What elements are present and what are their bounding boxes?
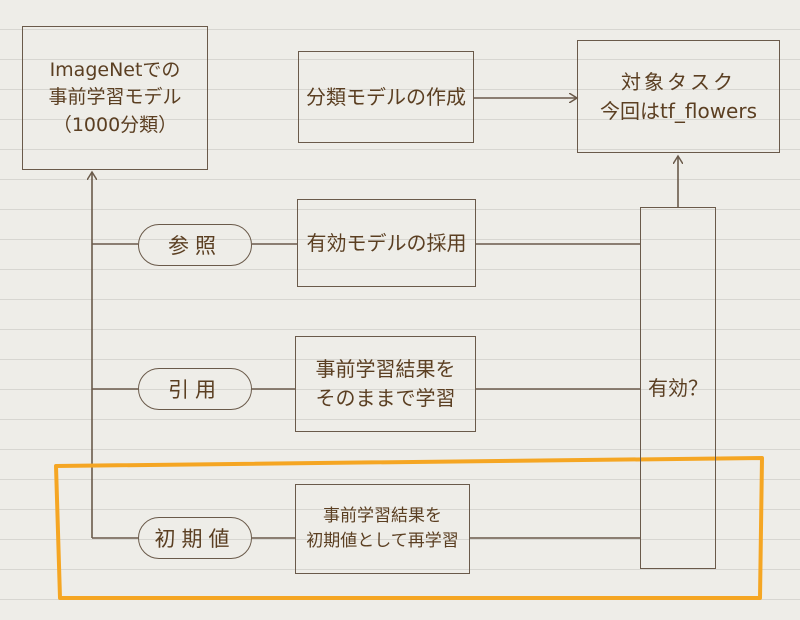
- effective-box: 有効？: [640, 207, 716, 569]
- method-reference: 参照: [138, 224, 252, 266]
- source-model-box: ImageNetでの 事前学習モデル （1000分類）: [22, 26, 208, 170]
- target-line-2: 今回はtf_flowers: [599, 98, 758, 123]
- highlight-frame: [54, 456, 764, 600]
- method-reference-label: 参照: [168, 234, 222, 258]
- reuse-line-1: 事前学習結果を: [315, 357, 456, 381]
- method-citation: 引用: [138, 368, 252, 410]
- reuse-line-2: そのままで学習: [315, 386, 456, 410]
- retrain-line-1: 事前学習結果を: [323, 506, 442, 527]
- create-label: 分類モデルの作成: [306, 84, 466, 109]
- target-line-1: 対象タスク: [621, 69, 736, 94]
- adopt-model-box: 有効モデルの採用: [297, 199, 476, 287]
- method-initial-label: 初期値: [154, 527, 236, 551]
- source-line-2: 事前学習モデル: [48, 86, 182, 109]
- method-initial: 初期値: [138, 517, 252, 559]
- source-line-3: （1000分類）: [52, 113, 178, 136]
- source-line-1: ImageNetでの: [49, 58, 181, 81]
- adopt-label: 有効モデルの採用: [306, 230, 467, 255]
- method-citation-label: 引用: [168, 378, 222, 402]
- effective-label: 有効？: [648, 375, 708, 400]
- retrain-line-2: 初期値として再学習: [306, 531, 459, 551]
- reuse-box: 事前学習結果を そのままで学習: [295, 336, 476, 432]
- create-model-box: 分類モデルの作成: [298, 51, 474, 143]
- retrain-box: 事前学習結果を 初期値として再学習: [295, 484, 470, 574]
- target-task-box: 対象タスク 今回はtf_flowers: [577, 40, 780, 153]
